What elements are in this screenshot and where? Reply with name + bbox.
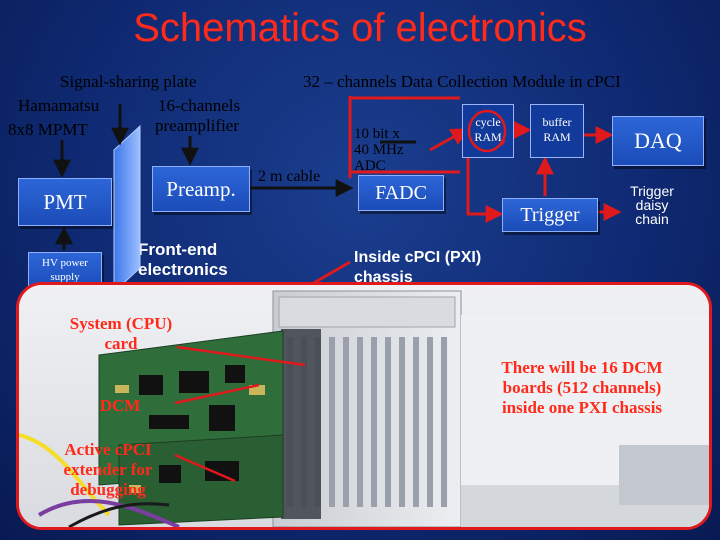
- signal-plate: [113, 124, 141, 294]
- daq-box: DAQ: [612, 116, 704, 166]
- plate-label: Signal-sharing plate: [60, 72, 197, 91]
- hv-label-1: HV power: [42, 257, 88, 269]
- daisy-label-1: Trigger: [630, 183, 674, 199]
- preamplifier-label: preamplifier: [155, 116, 240, 135]
- inside-label-1: Inside cPCI (PXI): [354, 249, 482, 266]
- fadc-to-cycle: [429, 128, 470, 152]
- pmt-box: PMT: [18, 178, 112, 226]
- daisy-label-3: chain: [635, 211, 669, 227]
- dcm-count-note: There will be 16 DCM boards (512 channel…: [476, 358, 688, 418]
- chassis-photo-drawing: [19, 285, 709, 527]
- page-title: Schematics of electronics: [133, 6, 587, 50]
- cycle-label-1: cycle: [475, 115, 501, 129]
- system-label-1: System (CPU): [69, 314, 173, 333]
- adc-label: 10 bit x 40 MHz ADC: [354, 126, 404, 174]
- daisy-label-2: daisy: [635, 197, 669, 213]
- schematic-lines: [53, 96, 622, 294]
- extender-label-3: debugging: [70, 480, 146, 499]
- adc-label-3: ADC: [354, 158, 386, 174]
- frontend-label-2: electronics: [138, 260, 228, 279]
- channels-label: 16-channels: [158, 96, 241, 115]
- inside-label-2: chassis: [354, 269, 413, 286]
- dcm-label: DCM: [99, 396, 141, 415]
- cycle-icon: [467, 109, 507, 153]
- note-label-2: boards (512 channels): [502, 378, 662, 397]
- cycle-label-2: RAM: [474, 130, 502, 144]
- cable-label: 2 m cable: [258, 168, 321, 185]
- chassis-photo: [16, 282, 712, 530]
- extender-label-1: Active cPCI: [64, 440, 152, 459]
- buffer-ram-box: buffer RAM: [530, 104, 584, 158]
- frontend-label: Front-end electronics: [138, 240, 228, 280]
- system-label-2: card: [104, 334, 138, 353]
- mpmt-label: 8x8 MPMT: [8, 120, 88, 139]
- preamp-box: Preamp.: [152, 166, 250, 212]
- fadc-to-trigger: [466, 150, 504, 223]
- note-label-1: There will be 16 DCM: [501, 358, 663, 377]
- buffer-label-1: buffer: [542, 115, 572, 129]
- hamamatsu-label: Hamamatsu: [18, 96, 100, 115]
- adc-label-1: 10 bit x: [354, 126, 400, 142]
- extender-label: Active cPCI extender for debugging: [48, 440, 168, 500]
- buffer-label-2: RAM: [543, 130, 571, 144]
- module-title: 32 – channels Data Collection Module in …: [303, 72, 621, 91]
- extender-label-2: extender for: [63, 460, 153, 479]
- fadc-box: FADC: [358, 175, 444, 211]
- note-label-3: inside one PXI chassis: [501, 398, 663, 417]
- adc-label-2: 40 MHz: [354, 142, 404, 158]
- trigger-box: Trigger: [502, 198, 598, 232]
- hv-label-2: supply: [50, 271, 80, 283]
- frontend-label-1: Front-end: [138, 240, 218, 259]
- inside-chassis-label: Inside cPCI (PXI) chassis: [354, 248, 481, 288]
- daisy-chain-label: Trigger daisy chain: [620, 184, 684, 226]
- system-card-label: System (CPU) card: [54, 314, 188, 354]
